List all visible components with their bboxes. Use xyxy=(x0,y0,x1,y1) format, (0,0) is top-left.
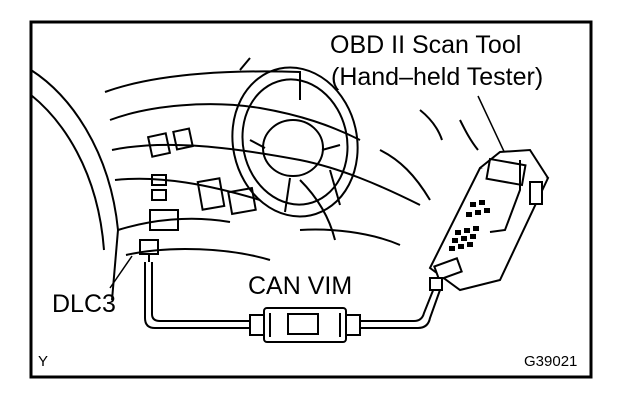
windshield-line xyxy=(105,58,300,100)
dlc3-label: DLC3 xyxy=(52,290,116,318)
dashboard xyxy=(110,104,478,260)
can-vim-module xyxy=(250,308,360,342)
corner-mark: Y xyxy=(38,354,48,370)
scan-tool-label-line2: (Hand–held Tester) xyxy=(331,63,543,91)
scan-tool xyxy=(430,150,548,290)
figure-code: G39021 xyxy=(524,354,577,370)
door-frame xyxy=(31,70,118,300)
scan-tool-label-line1: OBD II Scan Tool xyxy=(330,31,521,59)
can-vim-label: CAN VIM xyxy=(248,272,352,300)
